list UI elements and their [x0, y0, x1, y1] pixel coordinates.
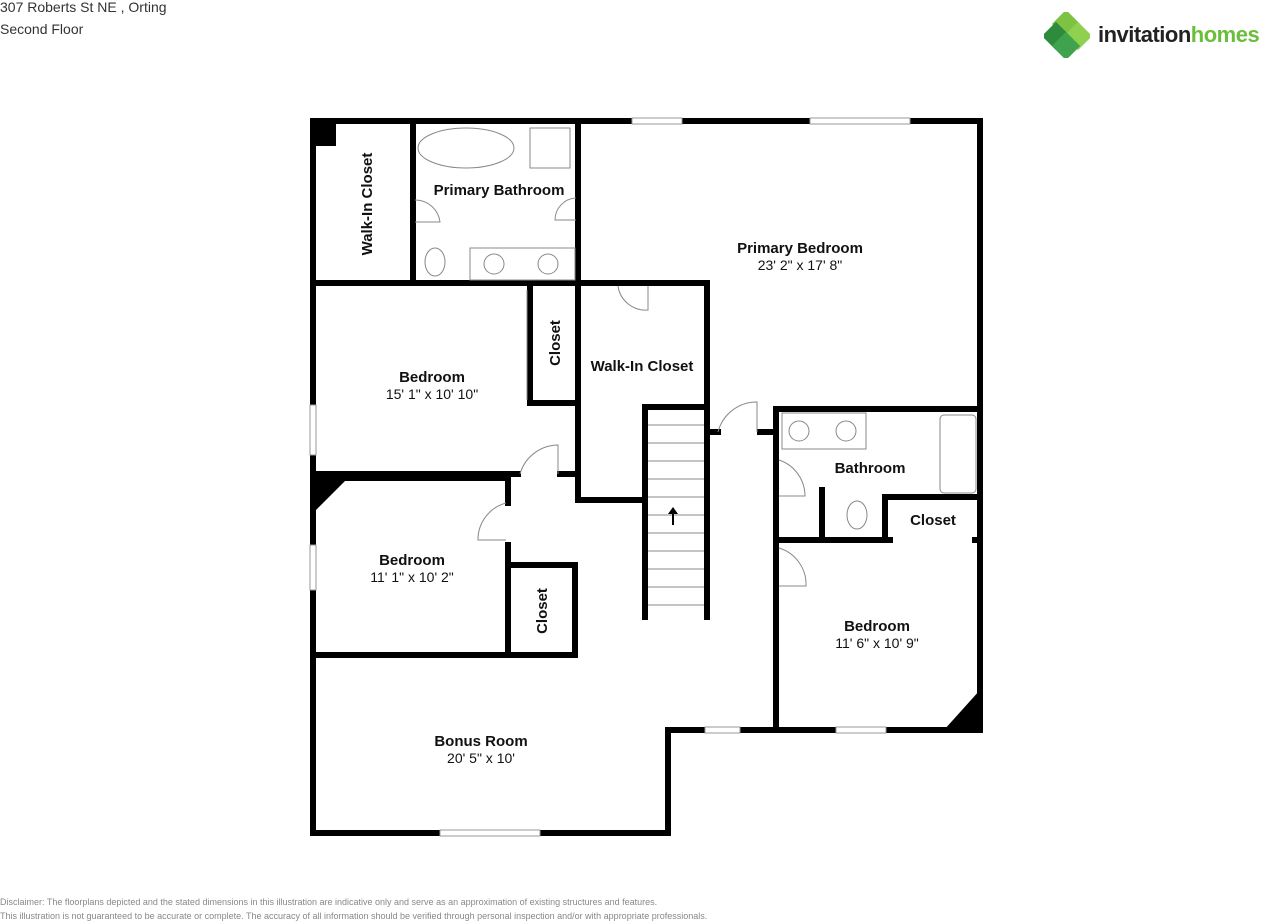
disclaimer-line-1: Disclaimer: The floorplans depicted and …	[0, 897, 658, 907]
room-name: Bathroom	[835, 460, 906, 477]
logo-diamond-icon	[1044, 12, 1090, 58]
corner-fills	[310, 118, 980, 730]
room-dimensions: 11' 1" x 10' 2"	[370, 569, 454, 585]
windows	[309, 117, 911, 837]
walls	[310, 118, 983, 836]
room-dimensions: 23' 2" x 17' 8"	[758, 257, 843, 273]
room-name: Primary Bathroom	[434, 182, 565, 199]
property-address: 307 Roberts St NE , Orting	[0, 0, 167, 15]
stairs-treads	[648, 424, 704, 606]
room-name: Closet	[910, 512, 956, 529]
room-dimensions: 20' 5" x 10'	[447, 750, 515, 766]
room-dimensions: 11' 6" x 10' 9"	[835, 635, 919, 651]
disclaimer-line-2: This illustration is not guaranteed to b…	[0, 911, 708, 921]
room-name: Closet	[547, 320, 564, 366]
room-labels: Walk-In Closet Primary Bathroom Primary …	[359, 153, 956, 766]
logo-word-homes: homes	[1190, 22, 1260, 47]
room-name: Closet	[534, 588, 551, 634]
room-name: Primary Bedroom	[737, 240, 863, 257]
room-name: Bonus Room	[434, 733, 527, 750]
room-name: Walk-In Closet	[359, 153, 376, 256]
room-name: Bedroom	[399, 369, 465, 386]
room-dimensions: 15' 1" x 10' 10"	[386, 386, 478, 402]
room-name: Bedroom	[844, 618, 910, 635]
stairs-up-arrow-icon	[668, 507, 678, 525]
room-name: Walk-In Closet	[591, 358, 694, 375]
room-name: Bedroom	[379, 552, 445, 569]
floor-label: Second Floor	[0, 21, 84, 37]
logo-word-invitation: invitation	[1098, 22, 1191, 47]
fixtures	[414, 127, 977, 587]
